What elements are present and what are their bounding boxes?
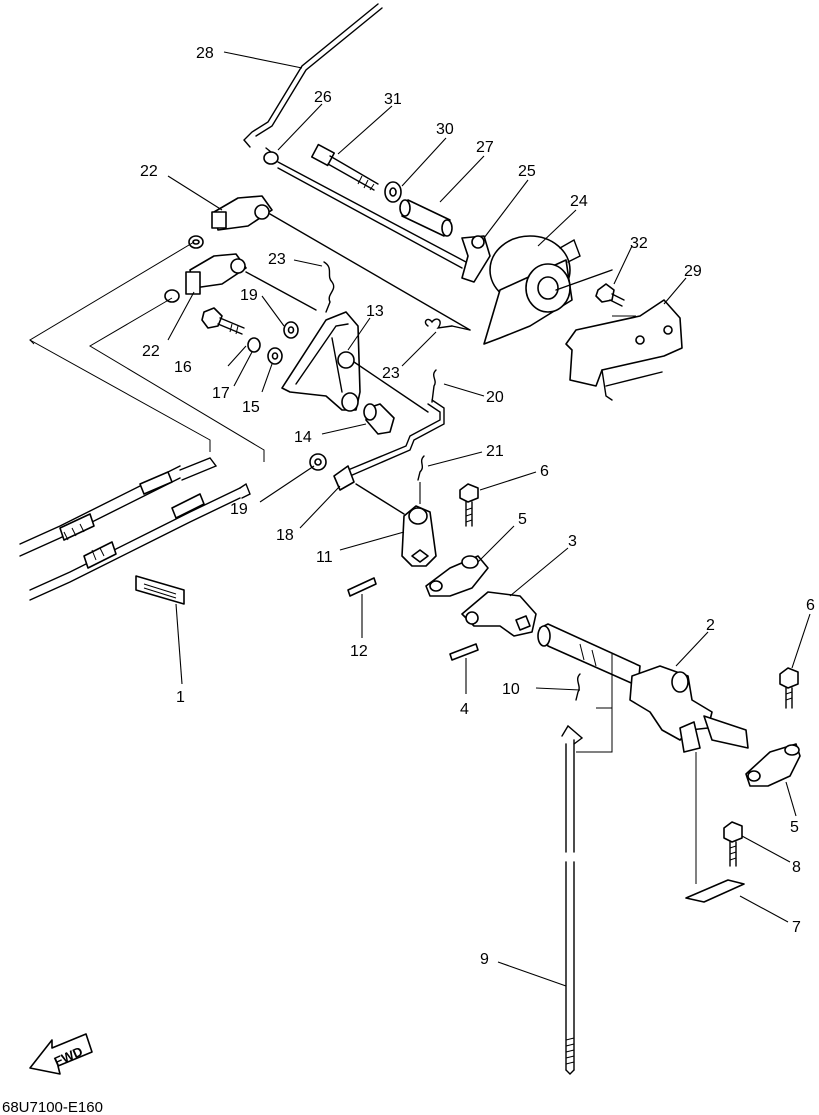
part-5-right-clamp xyxy=(745,743,801,787)
callout-9: 9 xyxy=(480,951,489,968)
callout-25: 25 xyxy=(518,163,536,180)
part-1-decal xyxy=(135,575,185,605)
part-6-right-bolt xyxy=(779,667,799,709)
callout-labels: 28 26 31 30 27 25 24 22 23 32 29 19 13 2… xyxy=(140,45,815,968)
part-2-shaft xyxy=(537,623,749,753)
callout-19-upper: 19 xyxy=(240,287,258,304)
callout-2: 2 xyxy=(706,617,715,634)
callout-21: 21 xyxy=(486,443,504,460)
callout-6-upper: 6 xyxy=(540,463,549,480)
callout-16: 16 xyxy=(174,359,192,376)
part-nut-lower xyxy=(164,289,180,303)
callout-26: 26 xyxy=(314,89,332,106)
callout-10: 10 xyxy=(502,681,520,698)
callout-29: 29 xyxy=(684,263,702,280)
part-17-washer xyxy=(247,337,261,353)
callout-13: 13 xyxy=(366,303,384,320)
part-8-bolt xyxy=(723,821,743,867)
part-16-bolt xyxy=(201,307,245,335)
part-18-rod xyxy=(333,399,445,491)
part-31-bolt xyxy=(310,143,379,191)
part-6-upper-bolt xyxy=(459,483,479,527)
part-15-washer xyxy=(267,347,283,365)
part-20-pin xyxy=(431,369,437,403)
callout-17: 17 xyxy=(212,385,230,402)
part-14-collar xyxy=(363,403,395,435)
part-28-rod xyxy=(243,3,383,148)
part-10-clip xyxy=(575,673,581,701)
fwd-arrow-icon: FWD xyxy=(29,1033,93,1075)
assembly-frame-lines xyxy=(28,241,697,884)
part-4-pin xyxy=(449,643,479,661)
callout-11: 11 xyxy=(316,549,333,566)
callout-1: 1 xyxy=(176,689,185,706)
callout-30: 30 xyxy=(436,121,454,138)
part-29-bracket xyxy=(565,299,683,401)
callout-32: 32 xyxy=(630,235,648,252)
remote-control-cables xyxy=(19,457,251,601)
callout-7: 7 xyxy=(792,919,801,936)
callout-15: 15 xyxy=(242,399,260,416)
part-23-lower-clip xyxy=(424,318,471,331)
callout-4: 4 xyxy=(460,701,469,718)
callout-12: 12 xyxy=(350,643,368,660)
part-3-joint xyxy=(461,591,537,637)
part-21-pin xyxy=(417,455,425,504)
callout-3: 3 xyxy=(568,533,577,550)
part-27-collar xyxy=(399,199,453,237)
part-30-washer xyxy=(384,181,402,203)
part-11-arm xyxy=(355,483,437,567)
link-26-25 xyxy=(277,161,467,263)
link-22-24 xyxy=(269,213,471,331)
part-24-cam xyxy=(483,235,613,345)
part-25-lever xyxy=(461,235,491,283)
part-22-upper-joint xyxy=(211,195,273,231)
part-12-pin xyxy=(347,577,377,597)
part-7-plate xyxy=(685,879,745,903)
callout-27: 27 xyxy=(476,139,494,156)
callout-14: 14 xyxy=(294,429,312,446)
callout-18: 18 xyxy=(276,527,294,544)
callout-28: 28 xyxy=(196,45,214,62)
callout-31: 31 xyxy=(384,91,402,108)
part-nut-upper xyxy=(188,235,204,249)
callout-23-lower: 23 xyxy=(382,365,400,382)
callout-22-upper: 22 xyxy=(140,163,158,180)
callout-22-lower: 22 xyxy=(142,343,160,360)
part-13-lever xyxy=(281,311,429,413)
leader-lines xyxy=(167,51,811,987)
callout-23-upper: 23 xyxy=(268,251,286,268)
part-23-upper-pin xyxy=(323,261,335,313)
part-32-bolt xyxy=(595,283,625,307)
drawing-code: 68U7100-E160 xyxy=(2,1099,103,1115)
part-22-lower-joint xyxy=(185,253,247,295)
part-5-upper-clamp xyxy=(425,555,489,597)
part-9-rod xyxy=(561,724,584,1075)
callout-20: 20 xyxy=(486,389,504,406)
callout-5-upper: 5 xyxy=(518,511,527,528)
callout-19-lower: 19 xyxy=(230,501,248,518)
part-19-upper-washer xyxy=(283,321,299,339)
callout-8: 8 xyxy=(792,859,801,876)
callout-5-right: 5 xyxy=(790,819,799,836)
part-26-clip xyxy=(263,147,279,165)
callout-6-right: 6 xyxy=(806,597,815,614)
callout-24: 24 xyxy=(570,193,588,210)
